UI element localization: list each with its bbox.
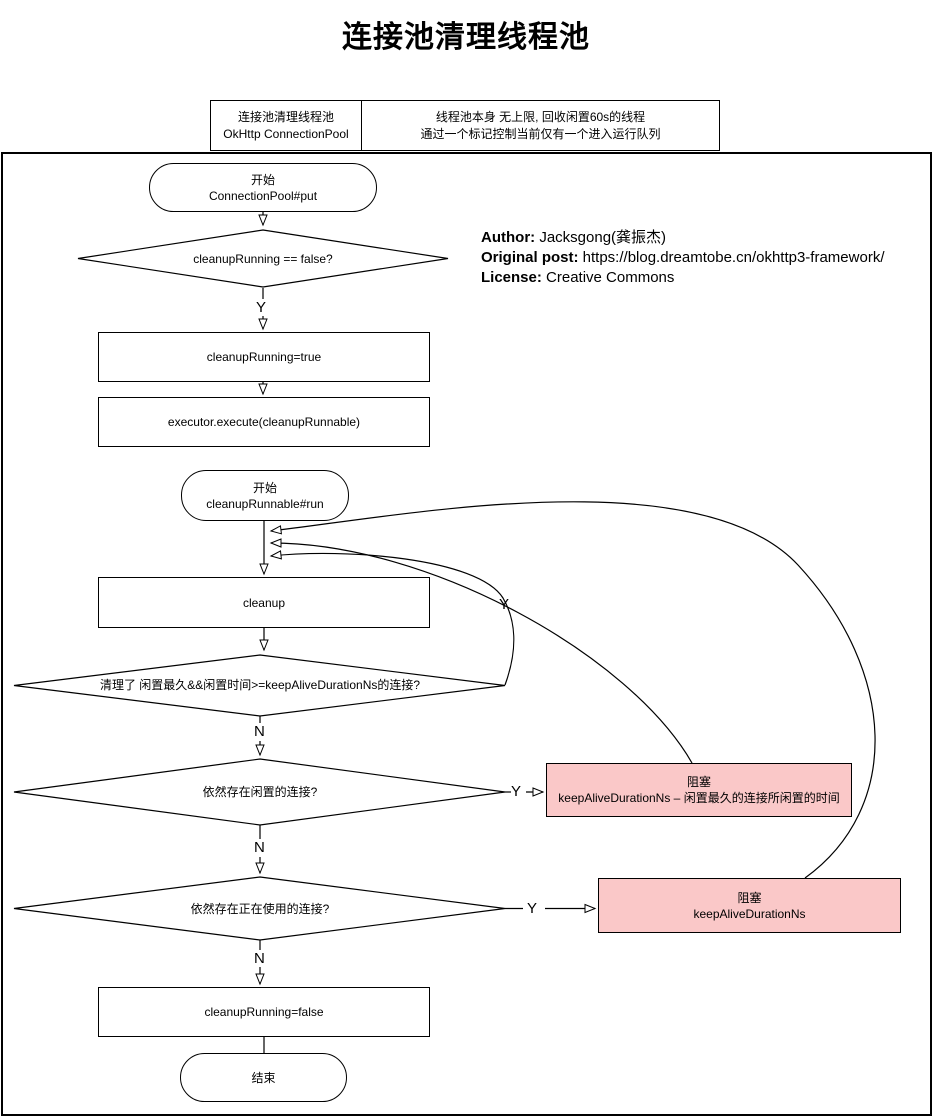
note-table-right-cell: 线程池本身 无上限, 回收闲置60s的线程 通过一个标记控制当前仅有一个进入运行… — [362, 101, 719, 150]
end-node: 结束 — [180, 1053, 347, 1102]
process-cleanup: cleanup — [98, 577, 430, 628]
branch-label-yes-2: Y — [511, 783, 522, 800]
loop-block2-to-cleanup — [269, 501, 876, 879]
branch-label-yes-1: Y — [256, 299, 267, 316]
branch-label-yes-loop: Y — [499, 596, 510, 613]
note-right-line2: 通过一个标记控制当前仅有一个进入运行队列 — [420, 126, 661, 141]
block-wait-full: 阻塞 keepAliveDurationNs — [598, 878, 901, 933]
start2-line2: cleanupRunnable#run — [206, 496, 324, 511]
credit-author-value: Jacksgong(龚振杰) — [535, 229, 667, 246]
page-title: 连接池清理线程池 — [342, 21, 590, 54]
start1-line1: 开始 — [250, 172, 275, 187]
start-node-connectionpool-put: 开始 ConnectionPool#put — [149, 163, 377, 212]
process-cleanuprunning-false: cleanupRunning=false — [98, 987, 430, 1037]
start2-line1: 开始 — [252, 480, 277, 495]
branch-label-no-2: N — [254, 839, 265, 856]
note-left-line2: OkHttp ConnectionPool — [223, 126, 349, 141]
block2-line2: keepAliveDurationNs — [693, 906, 806, 921]
decision-inuse-exists-shape — [13, 876, 506, 941]
note-table: 连接池清理线程池 OkHttp ConnectionPool 线程池本身 无上限… — [210, 100, 720, 151]
credit-post-line: Original post: https://blog.dreamtobe.cn… — [481, 248, 931, 268]
process-cleanuprunning-true: cleanupRunning=true — [98, 332, 430, 382]
branch-label-yes-3: Y — [527, 900, 538, 917]
loop-decision2-yes-to-cleanup — [269, 550, 515, 686]
block1-line1: 阻塞 — [686, 775, 711, 789]
process-executor-execute: executor.execute(cleanupRunnable) — [98, 397, 430, 447]
credit-post-value: https://blog.dreamtobe.cn/okhttp3-framew… — [578, 249, 885, 266]
credits-block: Author: Jacksgong(龚振杰) Original post: ht… — [481, 228, 931, 288]
block1-line2: keepAliveDurationNs – 闲置最久的连接所闲置的时间 — [558, 791, 840, 805]
credit-license-label: License: — [481, 269, 542, 286]
decision-cleanup-running-shape — [77, 229, 449, 288]
decision-idle-exists-shape — [13, 758, 506, 826]
credit-license-line: License: Creative Commons — [481, 268, 931, 288]
start-node-cleanuprunnable-run: 开始 cleanupRunnable#run — [181, 470, 349, 521]
loop-block1-to-cleanup — [269, 538, 693, 764]
credit-author-line: Author: Jacksgong(龚振杰) — [481, 228, 931, 248]
branch-label-no-3: N — [254, 950, 265, 967]
note-table-left-cell: 连接池清理线程池 OkHttp ConnectionPool — [211, 101, 362, 150]
note-left-line1: 连接池清理线程池 — [237, 109, 334, 124]
credit-post-label: Original post: — [481, 249, 579, 266]
block2-line1: 阻塞 — [737, 890, 762, 905]
note-right-line1: 线程池本身 无上限, 回收闲置60s的线程 — [435, 109, 646, 124]
branch-label-no-1: N — [254, 723, 265, 740]
decision-cleaned-shape — [13, 654, 506, 717]
block-wait-diff: 阻塞 keepAliveDurationNs – 闲置最久的连接所闲置的时间 — [546, 763, 852, 817]
credit-license-value: Creative Commons — [541, 269, 675, 286]
start1-line2: ConnectionPool#put — [208, 188, 318, 203]
page-border — [1, 152, 932, 1116]
credit-author-label: Author: — [481, 229, 536, 246]
